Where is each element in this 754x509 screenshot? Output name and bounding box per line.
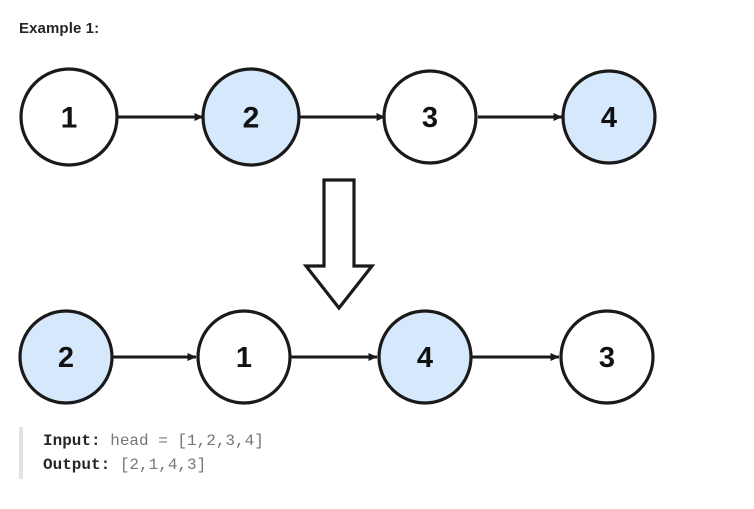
example-code-block: Input: head = [1,2,3,4] Output: [2,1,4,3… <box>19 427 719 479</box>
list-node[interactable]: 4 <box>561 69 657 165</box>
node-circle <box>201 67 301 167</box>
node-circle <box>377 309 473 405</box>
list-node[interactable]: 1 <box>19 67 119 167</box>
node-value: 2 <box>243 102 260 135</box>
list-node[interactable]: 2 <box>18 309 114 405</box>
node-circle <box>559 309 655 405</box>
output-value: [2,1,4,3] <box>110 456 207 474</box>
node-circle <box>382 69 478 165</box>
list-node[interactable]: 1 <box>196 309 292 405</box>
linked-list-diagram: 1 2 3 4 <box>0 52 754 412</box>
list-node[interactable]: 2 <box>201 67 301 167</box>
node-value: 1 <box>236 342 252 374</box>
node-value: 3 <box>599 342 615 374</box>
row-output: 2 1 4 3 <box>18 309 655 405</box>
input-value: head = [1,2,3,4] <box>100 432 264 450</box>
node-value: 4 <box>417 342 433 374</box>
code-line-input: Input: head = [1,2,3,4] <box>43 429 719 453</box>
node-circle <box>561 69 657 165</box>
code-line-output: Output: [2,1,4,3] <box>43 453 719 477</box>
node-value: 3 <box>422 102 438 134</box>
row-input: 1 2 3 4 <box>19 67 657 167</box>
transform-down-arrow-icon <box>302 178 376 311</box>
node-circle <box>196 309 292 405</box>
node-circle <box>18 309 114 405</box>
node-value: 4 <box>601 102 617 134</box>
node-value: 2 <box>58 342 74 374</box>
output-label: Output: <box>43 456 111 474</box>
input-label: Input: <box>43 432 101 450</box>
list-node[interactable]: 3 <box>559 309 655 405</box>
page-title: Example 1: <box>19 20 100 37</box>
node-circle <box>19 67 119 167</box>
node-value: 1 <box>61 102 78 135</box>
list-node[interactable]: 3 <box>382 69 478 165</box>
list-node[interactable]: 4 <box>377 309 473 405</box>
